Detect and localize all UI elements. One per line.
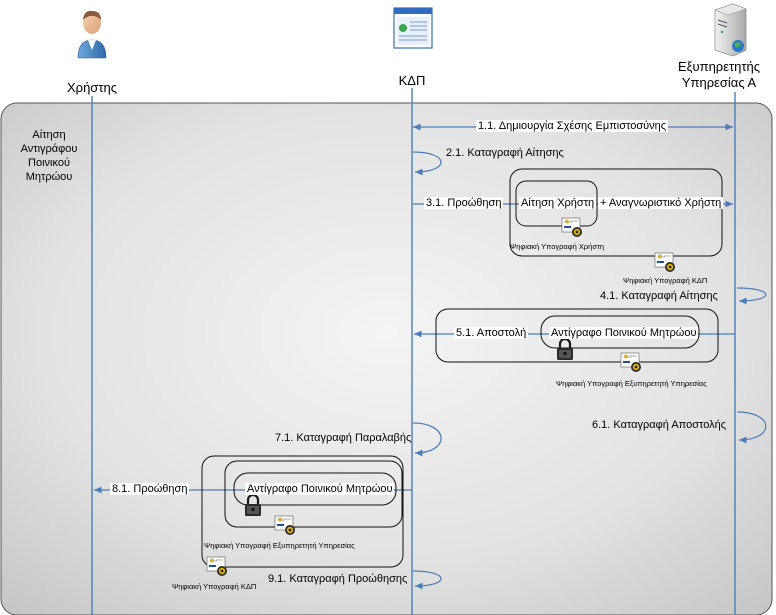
actor-service-label: Εξυπηρετητής Υπηρεσίας Α — [664, 59, 774, 91]
envelope-service-signed — [435, 308, 719, 363]
loop-record-sending — [736, 411, 767, 444]
browser-window-icon — [393, 7, 433, 49]
signature-kdp-label-2: Ψηφιακή Υπογραφή ΚΔΠ — [172, 582, 257, 591]
payload-user-request: Αίτηση Χρήστη — [519, 197, 597, 209]
actor-kdp-label: ΚΔΠ — [398, 73, 426, 88]
payload-record-copy-1: Αντίγραφο Ποινικού Μητρώου — [549, 327, 699, 339]
message-8-label: 8.1. Προώθηση — [110, 483, 190, 495]
process-title-line: Αίτηση — [32, 129, 66, 141]
process-title-line: Μητρώου — [25, 171, 73, 183]
loop-record-request — [412, 151, 442, 176]
message-7-label: 7.1. Καταγραφή Παραλαβής — [275, 432, 412, 444]
message-5-label: 5.1. Αποστολή — [454, 327, 529, 339]
actor-service-line2: Υπηρεσίας Α — [681, 75, 757, 90]
envelope-user-signed — [515, 180, 598, 227]
message-6-label: 6.1. Καταγραφή Αποστολής — [592, 419, 727, 431]
actor-service-line1: Εξυπηρετητής — [678, 59, 760, 74]
payload-record-copy-2: Αντίγραφο Ποινικού Μητρώου — [245, 483, 395, 495]
envelope-kdp-signed — [509, 168, 723, 257]
loop-record-forwarding — [412, 570, 442, 590]
envelope-service-signed-final — [224, 460, 403, 528]
signature-service-label-1: Ψηφιακή Υπογραφή Εξυπηρετητή Υπηρεσίας — [556, 379, 707, 388]
envelope-kdp-signed-final — [201, 455, 404, 568]
envelope-record-copy — [540, 315, 700, 349]
envelope-record-copy-final — [233, 472, 397, 506]
signature-service-label-2: Ψηφιακή Υπογραφή Εξυπηρετητή Υπηρεσίας — [204, 541, 355, 550]
message-2-label: 2.1. Καταγραφή Αίτησης — [446, 147, 564, 159]
loop-service-record-request — [736, 287, 767, 305]
user-icon — [77, 10, 107, 59]
server-icon — [714, 3, 747, 57]
message-3-label: 3.1. Προώθηση — [424, 197, 504, 209]
process-title-line: Ποινικού — [28, 157, 70, 169]
actor-user-label: Χρήστης — [67, 80, 117, 95]
signature-user-label: Ψηφιακή Υπογραφή Χρήστη — [510, 242, 605, 251]
signature-kdp-label-1: Ψηφιακή Υπογραφή ΚΔΠ — [623, 276, 708, 285]
message-4-label: 4.1. Καταγραφή Αίτησης — [600, 290, 718, 302]
process-title: Αίτηση Αντιγράφου Ποινικού Μητρώου — [14, 128, 84, 184]
message-1-label: 1.1. Δημιουργία Σχέσης Εμπιστοσύνης — [476, 120, 669, 132]
loop-record-receipt — [412, 422, 442, 457]
payload-user-identifier: + Αναγνωριστικό Χρήστη — [598, 197, 724, 209]
process-title-line: Αντιγράφου — [20, 143, 78, 155]
process-panel — [0, 102, 773, 615]
message-9-label: 9.1. Καταγραφή Προώθησης — [268, 573, 408, 585]
